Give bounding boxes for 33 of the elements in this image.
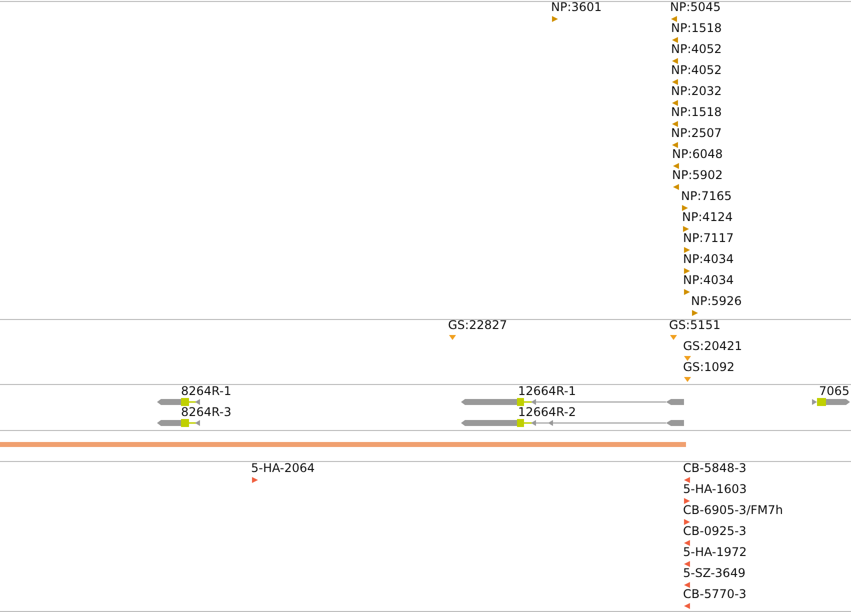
feature-label: GS:20421 — [683, 340, 742, 353]
feature-label: NP:1518 — [671, 22, 722, 35]
feature-label: NP:5045 — [670, 1, 721, 14]
feature-label: CB-0925-3 — [683, 525, 746, 538]
feature-label: NP:4034 — [683, 253, 734, 266]
feature-label: 12664R-1 — [518, 385, 576, 398]
feature-label: 5-HA-1603 — [683, 483, 747, 496]
feature-label: 5-HA-2064 — [251, 462, 315, 475]
feature-label: GS:5151 — [669, 319, 720, 332]
feature-label: 7065 — [819, 385, 850, 398]
feature-label: NP:2032 — [671, 85, 722, 98]
feature-label: NP:2507 — [671, 127, 722, 140]
feature-label: GS:22827 — [448, 319, 508, 332]
feature-label: NP:4052 — [671, 64, 722, 77]
feature-label: 5-SZ-3649 — [683, 567, 746, 580]
feature-label: NP:5926 — [691, 295, 742, 308]
feature-label: 12664R-2 — [518, 406, 576, 419]
feature-label: 8264R-1 — [181, 385, 232, 398]
feature-label: NP:5902 — [672, 169, 723, 182]
feature-label: NP:4124 — [682, 211, 733, 224]
feature-label: NP:6048 — [672, 148, 723, 161]
feature-label: NP:7165 — [681, 190, 732, 203]
feature-label: CB-5848-3 — [683, 462, 746, 475]
feature-label: NP:1518 — [671, 106, 722, 119]
feature-label: GS:1092 — [683, 361, 734, 374]
feature-label: NP:3601 — [551, 1, 602, 14]
feature-label: 5-HA-1972 — [683, 546, 747, 559]
feature-label: NP:4052 — [671, 43, 722, 56]
feature-label: 8264R-3 — [181, 406, 232, 419]
feature-label: NP:7117 — [683, 232, 734, 245]
feature-label: CB-5770-3 — [683, 588, 746, 601]
feature-label: CB-6905-3/FM7h — [683, 504, 783, 517]
feature-label: NP:4034 — [683, 274, 734, 287]
